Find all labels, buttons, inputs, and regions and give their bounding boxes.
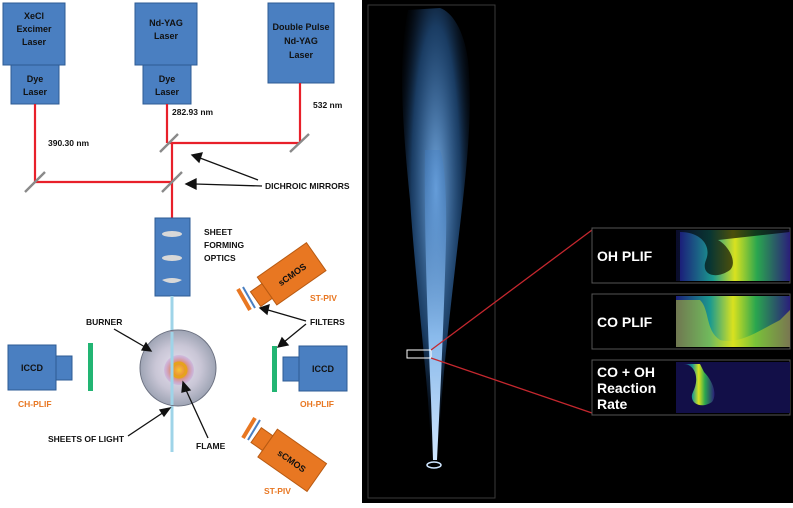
iccd-left-label: ICCD [21,363,43,373]
zoom-lines [430,229,593,414]
wavelength-532: 532 nm [313,100,343,110]
ndyag-laser: Nd-YAG Laser [134,2,198,66]
sheet-forming-optics [154,217,191,297]
ndyag-line2: Laser [154,31,179,41]
optics-line1: SHEET [204,227,233,237]
wavelength-282: 282.93 nm [172,107,214,117]
panel-oh-plif: OH PLIF [591,227,791,284]
ch-plif-label: CH-PLIF [18,399,52,409]
panel-reaction-rate: CO + OH Reaction Rate [591,359,791,416]
measurement-box [406,349,432,359]
wavelength-390: 390.30 nm [48,138,90,148]
xecl-line1: XeCl [24,11,44,21]
xecl-line2: Excimer [16,24,52,34]
filter-bottom-orange [241,416,257,440]
filter-bottom-blue [247,419,261,441]
sheets-label: SHEETS OF LIGHT [48,434,125,444]
dye1-line1: Dye [27,74,44,84]
scmos-camera-top: sCMOS [249,242,327,308]
double-pulse-laser: Double Pulse Nd-YAG Laser [267,2,335,84]
mirrors [24,133,310,193]
filter-right [272,346,277,392]
dye-laser-2: Dye Laser [142,64,192,105]
filter-left [88,343,93,391]
flame-label: FLAME [196,441,226,451]
optics-line3: OPTICS [204,253,236,263]
filters-label: FILTERS [310,317,345,327]
ndyag-line1: Nd-YAG [149,18,183,28]
panel-rate-line1: CO + OH [597,364,655,380]
dp-line2: Nd-YAG [284,36,318,46]
filter-top-orange [236,288,252,311]
filter-top-blue [242,286,256,309]
dp-line1: Double Pulse [272,22,329,32]
burner-arrow [113,328,153,352]
panel-rate-line2: Reaction [597,380,656,396]
optics-line2: FORMING [204,240,245,250]
sheets-arrow [127,407,172,437]
xecl-line3: Laser [22,37,47,47]
laser-beams [33,83,302,220]
oh-plif-label: OH-PLIF [300,399,334,409]
jet-frame [367,4,496,499]
dye2-line2: Laser [155,87,180,97]
st-piv-bottom-label: ST-PIV [264,486,291,496]
flame-jet [402,8,470,469]
dichroic-arrows [184,152,263,191]
iccd-camera-right: ICCD [272,345,348,392]
dye-laser-1: Dye Laser [10,64,60,105]
burner [139,329,217,407]
iccd-right-label: ICCD [312,364,334,374]
st-piv-top-label: ST-PIV [310,293,337,303]
dichroic-label: DICHROIC MIRRORS [265,181,350,191]
burner-label: BURNER [86,317,122,327]
panel-co-label: CO PLIF [597,314,653,330]
filters-arrows [258,304,307,348]
dye1-line2: Laser [23,87,48,97]
panel-rate-line3: Rate [597,396,628,412]
flame-arrow [181,380,209,439]
iccd-camera-left: ICCD [7,343,93,391]
dp-line3: Laser [289,50,314,60]
dye2-line1: Dye [159,74,176,84]
scmos-camera-bottom: sCMOS [250,427,328,493]
panel-oh-label: OH PLIF [597,248,653,264]
xecl-laser: XeCl Excimer Laser [2,2,66,66]
panel-co-plif: CO PLIF [591,293,791,350]
